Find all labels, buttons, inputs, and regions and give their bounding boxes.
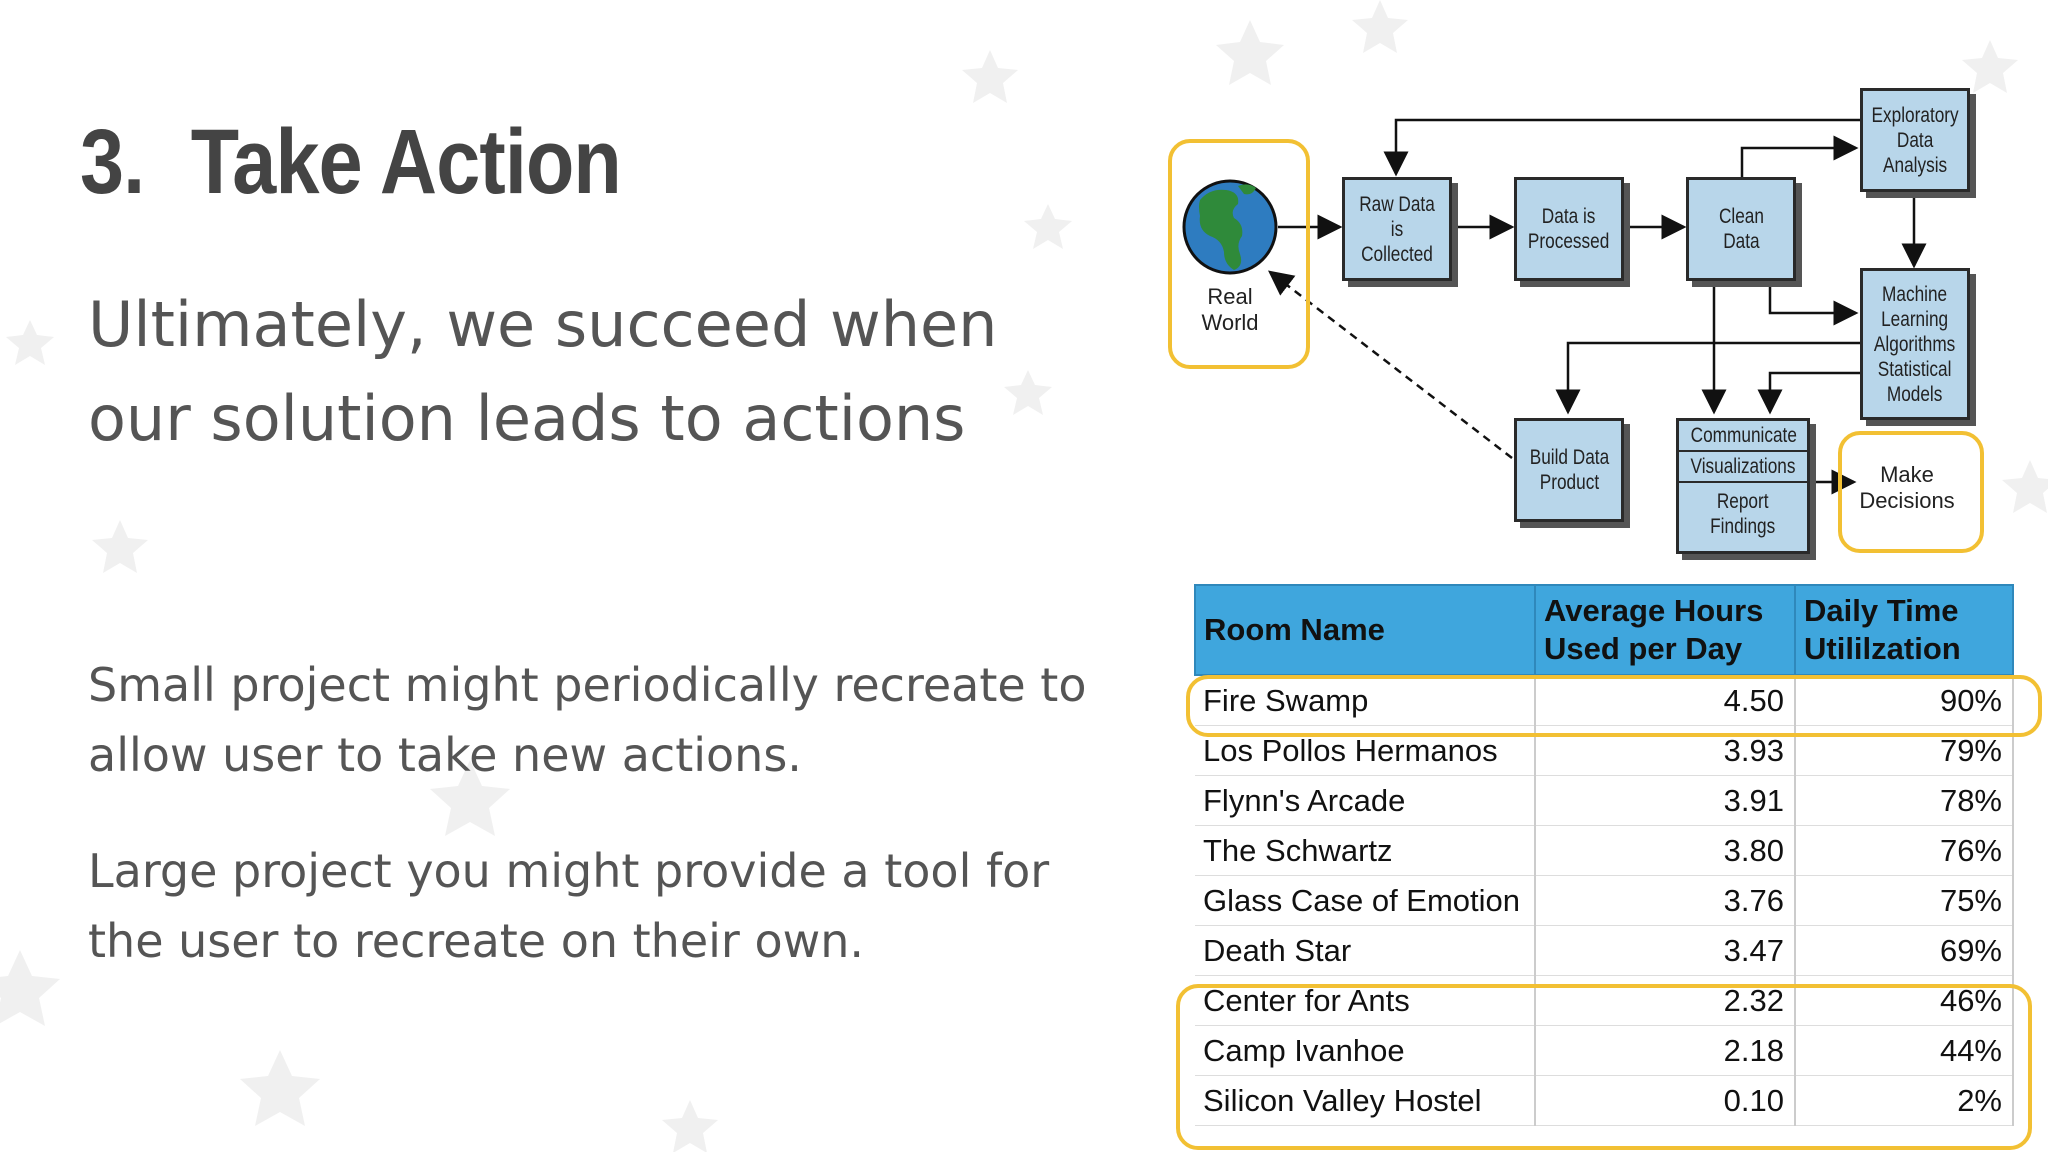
room-name: Fire Swamp	[1195, 675, 1536, 726]
make-decisions-highlight	[1838, 431, 1984, 553]
room-name: Camp Ivanhoe	[1195, 1025, 1536, 1076]
average-hours: 3.91	[1535, 775, 1796, 826]
utilization: 76%	[1795, 825, 2014, 876]
build-data-product-box: Build Data Product	[1514, 418, 1624, 522]
top-row-highlight	[1186, 675, 2042, 737]
slide-title: 3. Take Action	[80, 110, 622, 215]
average-hours: 4.50	[1535, 675, 1796, 726]
star-icon	[962, 50, 1018, 103]
star-icon	[430, 760, 510, 836]
exploratory-analysis-box: Exploratory Data Analysis	[1860, 88, 1970, 192]
communicate-box: Communicate Visualizations Report Findin…	[1676, 418, 1810, 554]
utilization: 2%	[1795, 1075, 2014, 1126]
machine-learning-box: Machine Learning Algorithms Statistical …	[1860, 268, 1970, 420]
room-name: Death Star	[1195, 925, 1536, 976]
average-hours: 2.18	[1535, 1025, 1796, 1076]
utilization: 78%	[1795, 775, 2014, 826]
room-name: Center for Ants	[1195, 975, 1536, 1026]
average-hours: 3.76	[1535, 875, 1796, 926]
star-icon	[1352, 0, 1408, 53]
paragraph-large-project: Large project you might provide a tool f…	[88, 844, 1050, 968]
star-icon	[1962, 40, 2018, 93]
title-text: Take Action	[190, 111, 622, 213]
title-number: 3.	[80, 111, 145, 213]
utilization: 75%	[1795, 875, 2014, 926]
average-hours: 2.32	[1535, 975, 1796, 1026]
header-room-name: Room Name	[1194, 584, 1536, 676]
star-icon	[2002, 460, 2048, 513]
star-icon	[662, 1100, 718, 1152]
make-decisions-label: Make Decisions	[1859, 462, 1955, 513]
room-utilization-table: Room Name Average Hours Used per Day Dai…	[1194, 584, 2014, 1126]
star-icon	[240, 1050, 320, 1126]
star-icon	[1004, 370, 1052, 415]
utilization: 44%	[1795, 1025, 2014, 1076]
table-header-row: Room Name Average Hours Used per Day Dai…	[1194, 584, 2014, 676]
slide-subtitle: Ultimately, we succeed when our solution…	[88, 288, 998, 455]
room-name: The Schwartz	[1195, 825, 1536, 876]
real-world-label: Real World	[1201, 284, 1259, 335]
utilization: 69%	[1795, 925, 2014, 976]
star-icon	[6, 320, 54, 365]
room-name: Flynn's Arcade	[1195, 775, 1536, 826]
average-hours: 3.80	[1535, 825, 1796, 876]
raw-data-box: Raw Data is Collected	[1342, 177, 1452, 281]
header-average-hours: Average Hours Used per Day	[1534, 584, 1796, 676]
real-world-highlight	[1168, 139, 1310, 369]
star-icon	[0, 950, 60, 1026]
communicate-label: Communicate	[1679, 421, 1807, 452]
star-icon	[1216, 20, 1284, 85]
room-name: Silicon Valley Hostel	[1195, 1075, 1536, 1126]
bottom-rows-highlight	[1176, 984, 2032, 1150]
data-processed-box: Data is Processed	[1514, 177, 1624, 281]
star-icon	[1024, 204, 1072, 249]
room-name: Glass Case of Emotion	[1195, 875, 1536, 926]
utilization: 90%	[1795, 675, 2014, 726]
report-findings-label: Report Findings	[1710, 490, 1776, 538]
average-hours: 0.10	[1535, 1075, 1796, 1126]
globe-icon	[1182, 179, 1278, 275]
paragraph-small-project: Small project might periodically recreat…	[88, 658, 1087, 782]
average-hours: 3.47	[1535, 925, 1796, 976]
clean-data-box: Clean Data	[1686, 177, 1796, 281]
header-daily-utilization: Daily Time Utililzation	[1794, 584, 2014, 676]
visualizations-label: Visualizations	[1679, 452, 1807, 483]
star-icon	[92, 520, 148, 573]
